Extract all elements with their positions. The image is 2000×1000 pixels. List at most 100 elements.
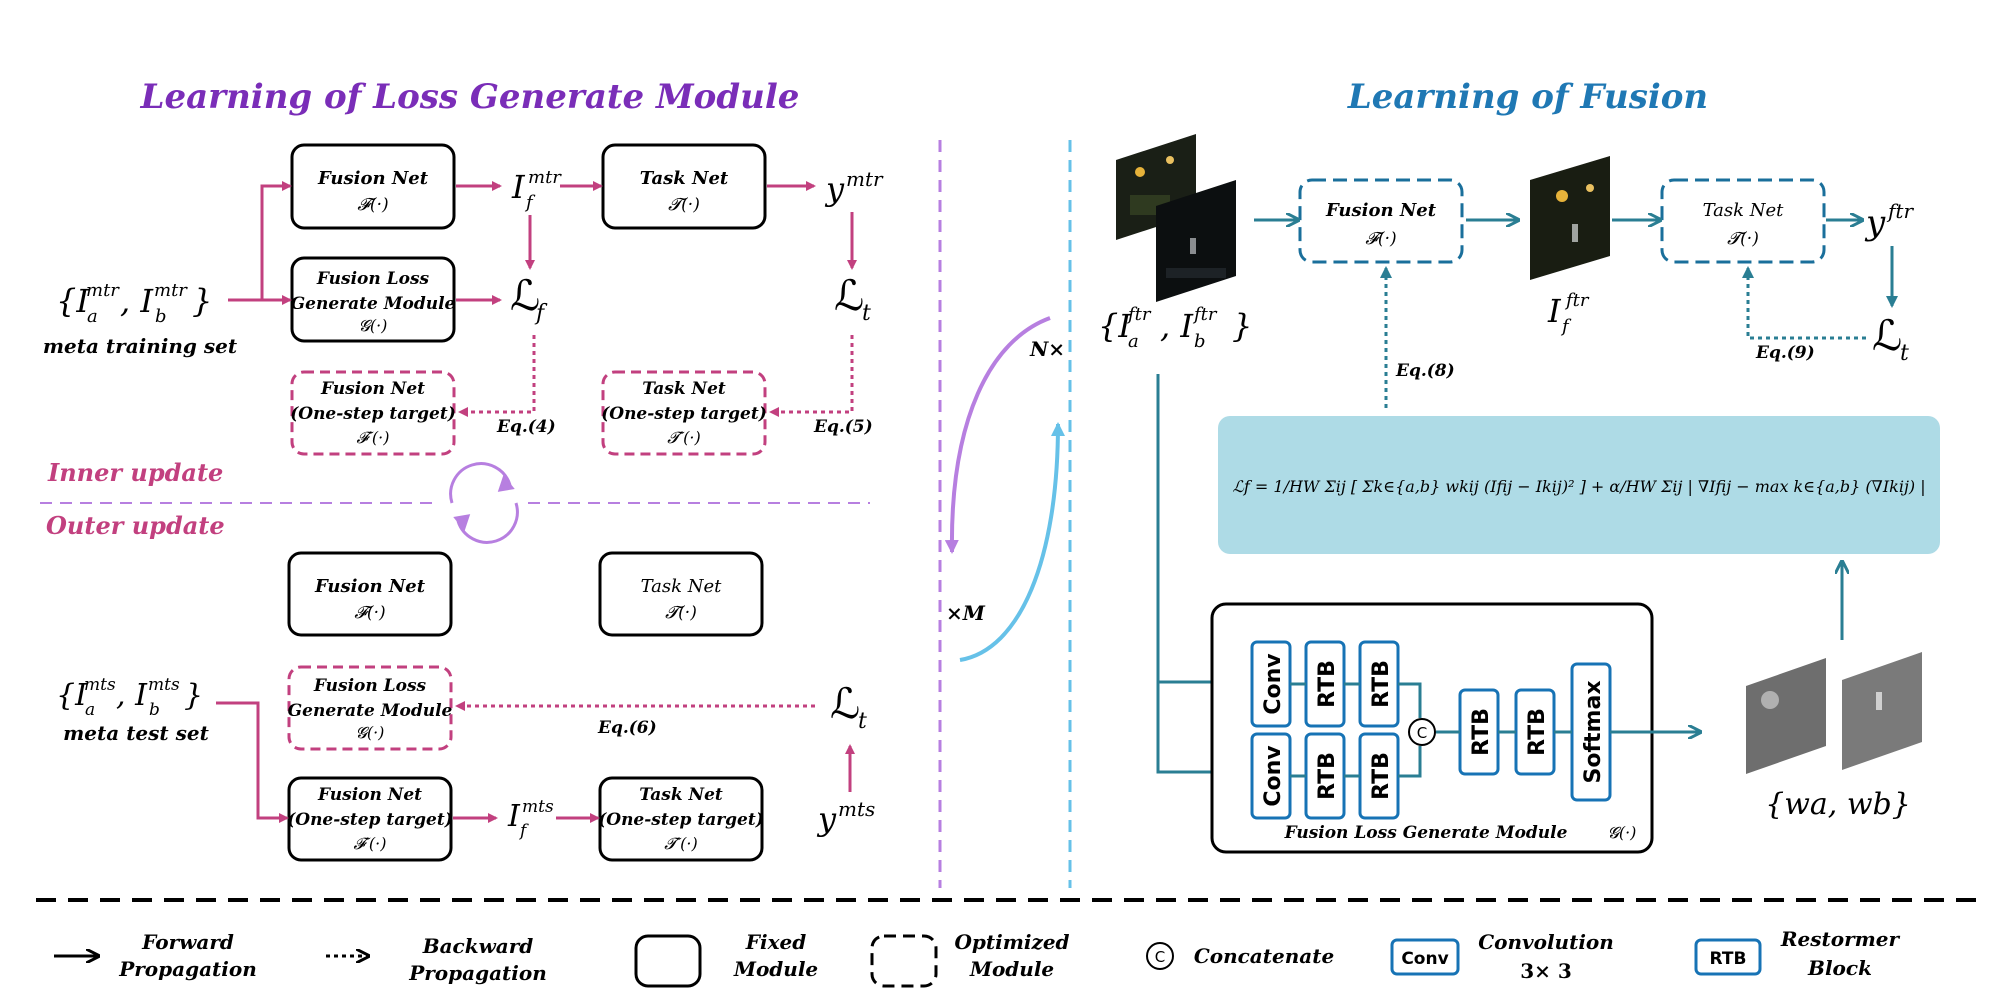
svg-text:(One-step target): (One-step target) xyxy=(601,404,767,424)
svg-text:f: f xyxy=(524,192,536,213)
task-output-ftr: y ftr xyxy=(1864,199,1914,243)
legend-optimized-1: Optimized xyxy=(954,930,1069,954)
svg-text:y: y xyxy=(824,170,845,208)
svg-text:𝓣′(·): 𝓣′(·) xyxy=(664,834,697,853)
svg-text:mts: mts xyxy=(84,675,116,695)
svg-text:𝓣(·): 𝓣(·) xyxy=(665,603,697,623)
svg-text:𝓕′(·): 𝓕′(·) xyxy=(353,834,386,853)
module-internal-lines xyxy=(1290,682,1700,778)
svg-text:𝓣′(·): 𝓣′(·) xyxy=(667,428,700,447)
svg-text:a: a xyxy=(1128,331,1139,352)
legend-restormer-2: Block xyxy=(1807,956,1872,980)
weight-maps xyxy=(1746,652,1922,774)
svg-text:t: t xyxy=(862,301,871,326)
fused-image-ftr-thumb xyxy=(1530,156,1610,280)
right-backward-arrows xyxy=(1380,266,1866,408)
n-loop-arrow xyxy=(944,316,1051,554)
outer-update-label: Outer update xyxy=(46,511,225,540)
outer-fusion-net-box: Fusion Net 𝓕(·) xyxy=(287,551,453,637)
svg-text:}: } xyxy=(1232,307,1252,345)
svg-text:𝓕(·): 𝓕(·) xyxy=(354,603,385,623)
svg-text:Task Net: Task Net xyxy=(642,379,726,399)
concat-icon: C xyxy=(1146,942,1174,970)
svg-text:y: y xyxy=(816,800,837,838)
svg-text:ftr: ftr xyxy=(1564,290,1590,311)
svg-text:I: I xyxy=(511,168,526,206)
svg-text:Conv: Conv xyxy=(1401,949,1448,969)
input-ftr-set: {I a ftr , I b ftr } xyxy=(1098,304,1252,352)
eq6-label: Eq.(6) xyxy=(597,718,657,738)
eq4-label: Eq.(4) xyxy=(496,417,556,437)
forward-arrows-bottom xyxy=(216,701,855,823)
left-title: Learning of Loss Generate Module xyxy=(140,77,800,117)
svg-text:a: a xyxy=(87,306,98,327)
n-times-label: N× xyxy=(1029,337,1065,361)
svg-text:ftr: ftr xyxy=(1192,304,1218,325)
svg-text:𝓕(·): 𝓕(·) xyxy=(1365,229,1396,249)
right-title: Learning of Fusion xyxy=(1347,77,1708,117)
svg-text:Task Net: Task Net xyxy=(639,785,723,805)
svg-text:mtr: mtr xyxy=(154,280,188,301)
module-symbol: 𝓖(·) xyxy=(1608,823,1637,842)
svg-text:b: b xyxy=(155,306,167,327)
rtb-block-top-2: RTB xyxy=(1369,660,1394,708)
softmax-block: Softmax xyxy=(1581,680,1606,783)
m-times-label: ×M xyxy=(946,601,986,625)
legend-forward-2: Propagation xyxy=(118,957,257,981)
eq5-label: Eq.(5) xyxy=(813,417,873,437)
svg-text:{I: {I xyxy=(1098,307,1132,345)
svg-text:{I: {I xyxy=(56,678,88,713)
loss-t-outer: ℒ t xyxy=(830,679,867,734)
svg-text:I: I xyxy=(1547,292,1562,330)
svg-text:Fusion Net: Fusion Net xyxy=(317,785,422,805)
input-image-stack xyxy=(1116,134,1236,302)
inner-update-label: Inner update xyxy=(47,458,223,487)
svg-text:}: } xyxy=(192,282,212,320)
svg-text:t: t xyxy=(1900,341,1909,366)
task-output-mts: y mts xyxy=(816,797,875,838)
svg-text:y: y xyxy=(1864,203,1886,243)
conv-block-top: Conv xyxy=(1261,653,1286,715)
right-task-net-box: Task Net 𝓣(·) xyxy=(1660,178,1826,264)
legend-fixed-2: Module xyxy=(733,957,818,981)
outer-task-net-box: Task Net 𝓣(·) xyxy=(598,551,764,637)
svg-text:Task Net: Task Net xyxy=(640,168,729,189)
svg-text:, I: , I xyxy=(116,678,148,713)
meta-test-label: meta test set xyxy=(63,721,209,745)
loss-f-label: ℒ f xyxy=(510,271,548,326)
loss-t-label: ℒ t xyxy=(834,271,871,326)
fused-image-ftr: I f ftr xyxy=(1547,290,1590,337)
svg-text:b: b xyxy=(149,700,160,720)
svg-text:mts: mts xyxy=(148,675,180,695)
cycle-icon xyxy=(449,462,519,544)
svg-text:mtr: mtr xyxy=(86,280,120,301)
right-forward-arrows xyxy=(1254,220,1898,308)
task-net-target-box: Task Net (One-step target) 𝓣′(·) xyxy=(601,370,767,456)
svg-text:a: a xyxy=(85,700,95,720)
optimized-module-icon xyxy=(870,934,938,988)
svg-text:ℒ: ℒ xyxy=(830,679,860,728)
svg-text:}: } xyxy=(184,678,203,713)
svg-text:(One-step target): (One-step target) xyxy=(287,810,453,830)
rtb-legend-icon: RTB xyxy=(1694,938,1762,976)
svg-text:Fusion Net: Fusion Net xyxy=(1325,200,1437,221)
m-loop-arrow xyxy=(959,422,1065,662)
svg-text:, I: , I xyxy=(1160,307,1194,345)
eq8-label: Eq.(8) xyxy=(1395,361,1455,381)
svg-text:b: b xyxy=(1194,331,1206,352)
module-blocks: Conv RTB RTB Conv RTB RTB RTB RTB Softma… xyxy=(1250,640,1612,820)
svg-text:Fusion Net: Fusion Net xyxy=(320,379,425,399)
loss-t-right: ℒ t xyxy=(1872,311,1909,366)
task-net-box: Task Net 𝓣(·) xyxy=(601,143,767,230)
rtb-block-bottom-1: RTB xyxy=(1315,752,1340,800)
rtb-block-merge-1: RTB xyxy=(1469,708,1494,756)
input-mts-set: {I a mts , I b mts } xyxy=(56,675,203,720)
svg-text:mts: mts xyxy=(838,797,875,821)
legend-concatenate: Concatenate xyxy=(1194,944,1334,968)
fused-image-mts: I f mts xyxy=(507,797,554,841)
loss-formula-panel xyxy=(1218,416,1940,554)
eq9-label: Eq.(9) xyxy=(1755,343,1815,363)
rtb-block-top-1: RTB xyxy=(1315,660,1340,708)
svg-text:mtr: mtr xyxy=(528,167,562,188)
svg-text:𝓖(·): 𝓖(·) xyxy=(359,316,388,335)
